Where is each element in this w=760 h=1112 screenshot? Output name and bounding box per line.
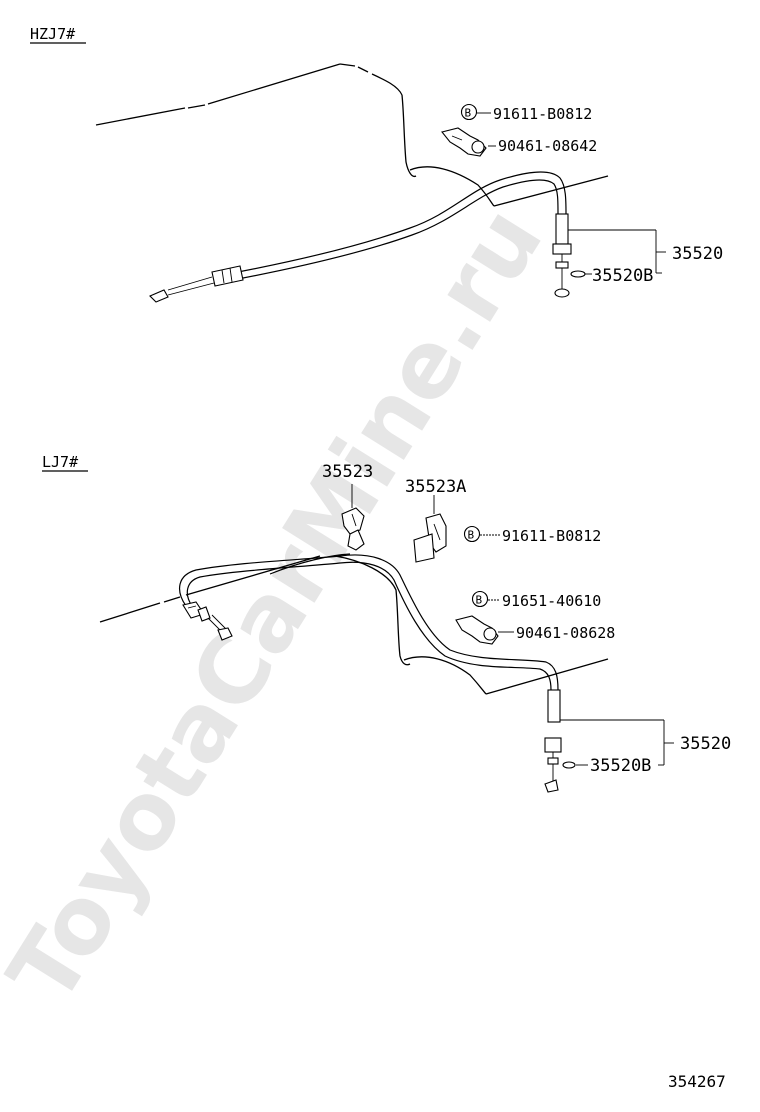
callout-35523a: 35523A	[405, 477, 466, 497]
clamp-35523a-part	[413, 513, 447, 563]
bolt-marker-upper: B	[460, 103, 478, 121]
bolt-marker-label: B	[465, 107, 472, 120]
clamp-part-upper	[441, 127, 487, 157]
section-title-hzj7: HZJ7#	[30, 25, 75, 43]
clamp-35523-part	[341, 507, 365, 551]
callout-35520b-lower: 35520B	[590, 756, 651, 776]
callout-35520-upper: 35520	[672, 244, 723, 264]
bolt-marker-label: B	[468, 529, 475, 542]
callout-90461-08642: 90461-08642	[498, 137, 597, 155]
bolt-marker-lower-2: B	[471, 590, 489, 608]
section-title-lj7: LJ7#	[42, 453, 78, 471]
accelerator-cable-upper	[149, 171, 572, 303]
lower-section: LJ7#	[42, 453, 731, 793]
bolt-marker-lower-1: B	[463, 525, 481, 543]
vehicle-body-outline	[95, 63, 609, 207]
upper-section: HZJ7#	[30, 25, 723, 303]
callout-91651-40610: 91651-40610	[502, 592, 601, 610]
callout-90461-08628: 90461-08628	[516, 624, 615, 642]
accelerator-cable-lower	[178, 553, 562, 793]
diagram-number: 354267	[668, 1072, 726, 1091]
clamp-part-lower	[455, 615, 499, 645]
vehicle-body-outline-lower	[99, 555, 609, 695]
callout-35520-lower: 35520	[680, 734, 731, 754]
bolt-marker-label: B	[476, 594, 483, 607]
callout-35520b-upper: 35520B	[592, 266, 653, 286]
callout-91611-b0812-lower: 91611-B0812	[502, 527, 601, 545]
callout-91611-b0812-upper: 91611-B0812	[493, 105, 592, 123]
callout-35523: 35523	[322, 462, 373, 482]
